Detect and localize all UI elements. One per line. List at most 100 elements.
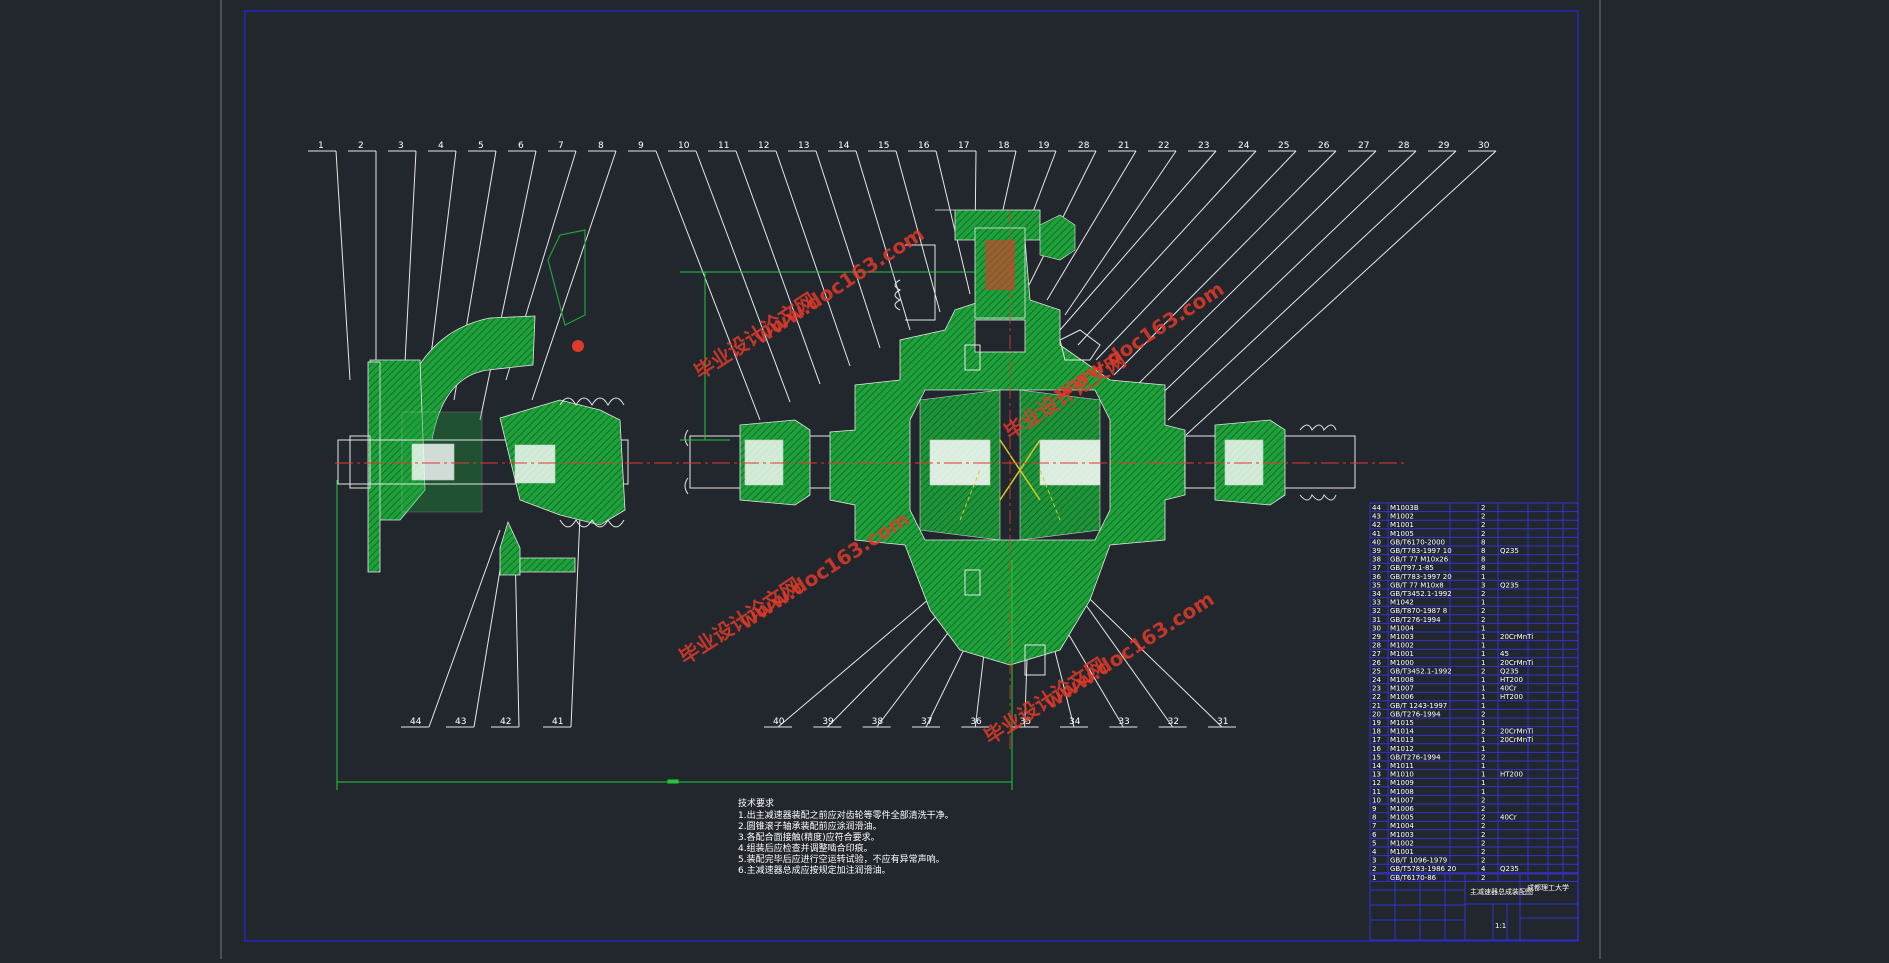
- bom-item-number: 11: [1372, 788, 1381, 796]
- bom-quantity: 2: [1481, 710, 1485, 718]
- bom-part-code: M1002: [1390, 839, 1414, 847]
- balloon-number: 21: [1118, 141, 1129, 151]
- bom-material: HT200: [1500, 676, 1523, 684]
- bom-quantity: 3: [1481, 581, 1485, 589]
- leader-line: [1059, 150, 1217, 331]
- bom-part-code: M1007: [1390, 685, 1414, 693]
- bom-part-code: M1001: [1390, 650, 1414, 658]
- balloon-number: 4: [438, 141, 444, 151]
- bom-part-code: GB/T6170-86: [1390, 874, 1437, 882]
- bom-part-code: M1042: [1390, 599, 1414, 607]
- bom-part-code: M1006: [1390, 693, 1414, 701]
- balloon-number: 25: [1278, 141, 1289, 151]
- balloon-number: 31: [1217, 717, 1228, 727]
- tech-req-line-6: 6.主减速器总成应按规定加注润滑油。: [738, 864, 891, 876]
- bom-item-number: 32: [1372, 607, 1381, 615]
- balloon-number: 23: [1198, 141, 1209, 151]
- bom-quantity: 2: [1481, 504, 1485, 512]
- drawing-scale: 1:1: [1495, 922, 1506, 930]
- leader-line: [335, 150, 351, 381]
- bom-part-code: GB/T783-1997 20: [1390, 573, 1452, 581]
- bom-material: Q235: [1500, 865, 1519, 873]
- bom-item-number: 10: [1372, 796, 1381, 804]
- leaders-top: [308, 150, 1497, 436]
- bom-part-code: M1008: [1390, 788, 1414, 796]
- bom-quantity: 8: [1481, 538, 1485, 546]
- leader-line: [695, 150, 791, 403]
- bom-material: Q235: [1500, 581, 1519, 589]
- bom-quantity: 1: [1481, 650, 1485, 658]
- bom-material: 40Cr: [1500, 685, 1517, 693]
- balloon-number: 10: [678, 141, 690, 151]
- bom-quantity: 8: [1481, 547, 1485, 555]
- bom-material: 20CrMnTi: [1500, 728, 1533, 736]
- bom-part-code: M1011: [1390, 762, 1414, 770]
- balloon-number: 6: [518, 141, 524, 151]
- leader-line: [895, 150, 941, 313]
- bom-material: 20CrMnTi: [1500, 736, 1533, 744]
- balloon-number: 43: [455, 717, 466, 727]
- balloon-number: 11: [718, 141, 729, 151]
- bom-part-code: GB/T97.1-85: [1390, 564, 1434, 572]
- balloon-number: 44: [410, 717, 422, 727]
- tech-req-line-1: 1.出主减速器装配之前应对齿轮等零件全部清洗干净。: [738, 809, 954, 821]
- bom-item-number: 8: [1372, 814, 1376, 822]
- tech-req-heading: 技术要求: [738, 797, 774, 809]
- leader-line: [1149, 150, 1417, 406]
- bom-item-number: 17: [1372, 736, 1381, 744]
- bom-material: HT200: [1500, 693, 1523, 701]
- bom-part-code: M1010: [1390, 771, 1414, 779]
- bom-item-number: 16: [1372, 745, 1381, 753]
- leader-line: [514, 547, 520, 728]
- balloon-number: 12: [758, 141, 769, 151]
- bom-quantity: 2: [1481, 822, 1485, 830]
- leader-line: [1095, 150, 1297, 361]
- leader-line: [1046, 150, 1137, 301]
- watermark-url-3: www.doc163.com: [735, 507, 914, 635]
- balloon-number: 41: [552, 717, 563, 727]
- bom-item-number: 20: [1372, 710, 1381, 718]
- bom-quantity: 1: [1481, 719, 1485, 727]
- leader-line: [815, 150, 881, 349]
- balloon-number: 39: [822, 717, 834, 727]
- balloon-number: 24: [1238, 141, 1250, 151]
- bom-quantity: 2: [1481, 667, 1485, 675]
- bom-quantity: 1: [1481, 762, 1485, 770]
- bom-part-code: GB/T276-1994: [1390, 616, 1441, 624]
- balloon-number: 17: [958, 141, 969, 151]
- bom-item-number: 5: [1372, 839, 1376, 847]
- balloon-number: 26: [1318, 141, 1330, 151]
- bom-item-number: 18: [1372, 728, 1381, 736]
- bom-item-number: 29: [1372, 633, 1381, 641]
- bom-part-code: M1008: [1390, 676, 1414, 684]
- bom-quantity: 1: [1481, 779, 1485, 787]
- tech-req-line-3: 3.各配合面接触(精度)应符合要求。: [738, 831, 880, 843]
- bom-item-number: 22: [1372, 693, 1381, 701]
- bom-item-number: 38: [1372, 556, 1381, 564]
- bom-quantity: 4: [1481, 865, 1486, 873]
- bom-part-code: M1002: [1390, 513, 1414, 521]
- balloon-number: 42: [500, 717, 511, 727]
- bom-quantity: 1: [1481, 788, 1485, 796]
- bom-quantity: 2: [1481, 857, 1485, 865]
- bom-quantity: 2: [1481, 513, 1485, 521]
- bom-part-code: GB/T 77 M10x8: [1390, 581, 1444, 589]
- bom-part-code: GB/T3452.1-1992: [1390, 590, 1452, 598]
- balloon-number: 22: [1158, 141, 1169, 151]
- bom-quantity: 1: [1481, 599, 1485, 607]
- dimension-lines: [336, 271, 1013, 790]
- bom-quantity: 2: [1481, 590, 1485, 598]
- balloon-number: 2: [358, 141, 364, 151]
- bom-part-code: GB/T3452.1-1992: [1390, 667, 1452, 675]
- leader-line: [1185, 150, 1497, 436]
- tech-req-line-4: 4.组装后应检查并调整啮合印痕。: [738, 842, 873, 854]
- bom-quantity: 2: [1481, 814, 1485, 822]
- balloon-number: 38: [872, 717, 884, 727]
- bom-item-number: 9: [1372, 805, 1376, 813]
- bom-item-number: 40: [1372, 538, 1381, 546]
- tech-req-line-2: 2.圆锥滚子轴承装配前应涂润滑油。: [738, 820, 882, 832]
- leader-line: [1113, 150, 1337, 376]
- bom-part-code: GB/T5783-1986 20: [1390, 865, 1456, 873]
